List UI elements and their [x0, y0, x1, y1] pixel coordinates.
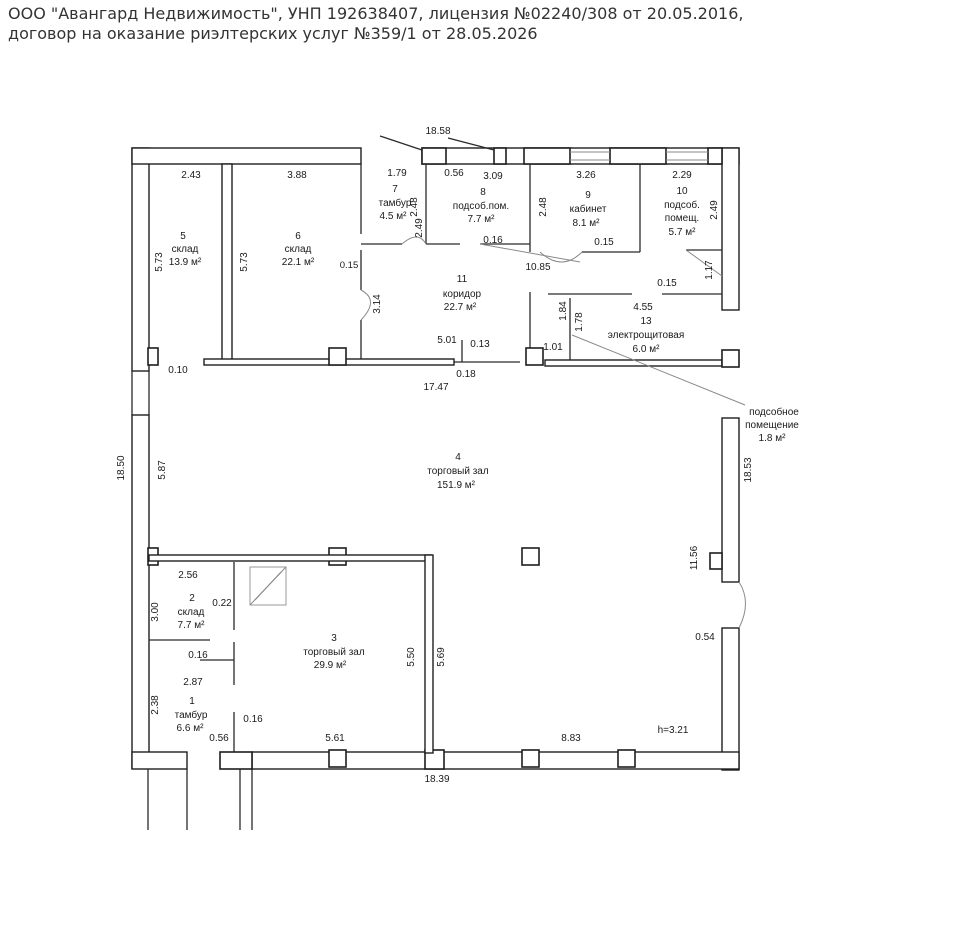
dim-5-50: 5.50: [406, 647, 417, 667]
dim-2-48-a: 2.48: [409, 197, 420, 217]
dim-18-53: 18.53: [743, 457, 754, 482]
dim-1-17: 1.17: [704, 260, 715, 280]
dim-0-56-top: 0.56: [444, 168, 464, 179]
dim-3-09: 3.09: [483, 171, 503, 182]
dim-5-69: 5.69: [436, 647, 447, 667]
room-7-area: 4.5 м²: [380, 211, 408, 222]
dim-3-00: 3.00: [150, 602, 161, 622]
room-4-name: торговый зал: [427, 466, 489, 477]
room-9-name: кабинет: [570, 203, 607, 215]
room-3-number: 3: [331, 633, 337, 644]
room-6-area: 22.1 м²: [282, 257, 315, 268]
header-line-1: ООО "Авангард Недвижимость", УНП 1926384…: [8, 4, 744, 23]
dim-18-58: 18.58: [425, 126, 450, 137]
room-8-area: 7.7 м²: [468, 214, 496, 225]
dim-0-10: 0.10: [168, 365, 188, 376]
dim-2-38: 2.38: [150, 695, 161, 715]
dim-2-49-b: 2.49: [709, 200, 720, 220]
lower-left-partitions: [147, 554, 434, 830]
room-2-number: 2: [189, 593, 195, 604]
dim-2-43: 2.43: [181, 170, 201, 181]
room-11-name: коридор: [443, 289, 482, 300]
dim-5-73-b: 5.73: [239, 252, 250, 272]
room-2-area: 7.7 м²: [178, 620, 206, 631]
room-3-name: торговый зал: [303, 647, 365, 658]
window-marks: [379, 135, 723, 165]
room-11-area: 22.7 м²: [444, 302, 477, 313]
dim-0-16-a: 0.16: [483, 235, 503, 246]
header-line-2: договор на оказание риэлтерских услуг №3…: [8, 24, 538, 43]
dim-0-22: 0.22: [212, 598, 232, 609]
room-2-name: склад: [178, 607, 205, 618]
ceiling-height: h=3.21: [658, 725, 689, 736]
room-13-name: электрощитовая: [608, 330, 685, 341]
dim-0-13: 0.13: [470, 339, 490, 350]
room-8-name: подсоб.пом.: [453, 200, 509, 212]
listing-header: ООО "Авангард Недвижимость", УНП 1926384…: [8, 4, 958, 44]
room-13-number: 13: [640, 316, 652, 327]
dim-5-87: 5.87: [157, 460, 168, 480]
dim-3-26: 3.26: [576, 170, 596, 181]
dim-2-48-b: 2.48: [538, 197, 549, 217]
room-4-area: 151.9 м²: [437, 480, 476, 491]
dim-1-01: 1.01: [543, 342, 563, 353]
room-13-area: 6.0 м²: [633, 344, 661, 355]
room-5-number: 5: [180, 231, 186, 242]
aux-room-name-2: помещение: [745, 420, 799, 431]
room-1-number: 1: [189, 696, 195, 707]
dim-0-16-b: 0.16: [188, 650, 208, 661]
dim-2-87: 2.87: [183, 677, 203, 688]
room-7-name: тамбур: [379, 197, 412, 209]
room-4-number: 4: [455, 452, 461, 463]
room-1-area: 6.6 м²: [177, 723, 205, 734]
dim-1-78: 1.78: [574, 312, 585, 332]
dim-0-15-c: 0.15: [657, 278, 677, 289]
room-7-number: 7: [392, 184, 398, 195]
room-11-number: 11: [457, 274, 468, 285]
dim-0-56-bottom: 0.56: [209, 733, 229, 744]
dim-11-56: 11.56: [689, 545, 700, 570]
room-5-name: склад: [172, 244, 199, 255]
dim-1-84: 1.84: [558, 301, 569, 321]
dim-0-15-b: 0.15: [594, 237, 614, 248]
dim-3-14: 3.14: [372, 294, 383, 314]
dim-0-18: 0.18: [456, 369, 476, 380]
dim-5-73-a: 5.73: [154, 252, 165, 272]
dim-8-83: 8.83: [561, 733, 581, 744]
room-10-area: 5.7 м²: [669, 227, 697, 238]
dim-3-88: 3.88: [287, 170, 307, 181]
dim-2-49-a: 2.49: [414, 218, 425, 238]
room-8-number: 8: [480, 187, 486, 198]
dim-18-50: 18.50: [116, 455, 127, 480]
dim-2-56: 2.56: [178, 570, 198, 581]
dim-5-01: 5.01: [437, 335, 457, 346]
room-1-name: тамбур: [175, 709, 208, 721]
dim-1-79: 1.79: [387, 168, 407, 179]
room-10-name-2: помещ.: [665, 213, 699, 224]
dim-0-15-a: 0.15: [340, 260, 359, 271]
dim-2-29: 2.29: [672, 170, 692, 181]
room-6-number: 6: [295, 231, 301, 242]
room-9-number: 9: [585, 190, 591, 201]
aux-room-area: 1.8 м²: [759, 433, 787, 444]
room-labels: 5 склад 13.9 м² 6 склад 22.1 м² 7 тамбур…: [169, 184, 800, 734]
room-3-area: 29.9 м²: [314, 660, 347, 671]
dim-4-55: 4.55: [633, 302, 653, 313]
dim-0-16-c: 0.16: [243, 714, 263, 725]
dimension-labels: 18.58 2.43 3.88 1.79 0.56 3.09 3.26 2.29…: [116, 126, 754, 785]
aux-room-name-1: подсобное: [749, 406, 799, 418]
room-10-name-1: подсоб.: [664, 199, 700, 211]
room-9-area: 8.1 м²: [573, 218, 601, 229]
dim-18-39: 18.39: [424, 774, 449, 785]
dim-10-85: 10.85: [525, 262, 550, 273]
room-6-name: склад: [285, 244, 312, 255]
dim-5-61: 5.61: [325, 733, 345, 744]
dim-0-54: 0.54: [695, 632, 715, 643]
room-10-number: 10: [676, 186, 688, 197]
room-5-area: 13.9 м²: [169, 257, 202, 268]
dim-17-47: 17.47: [423, 382, 448, 393]
